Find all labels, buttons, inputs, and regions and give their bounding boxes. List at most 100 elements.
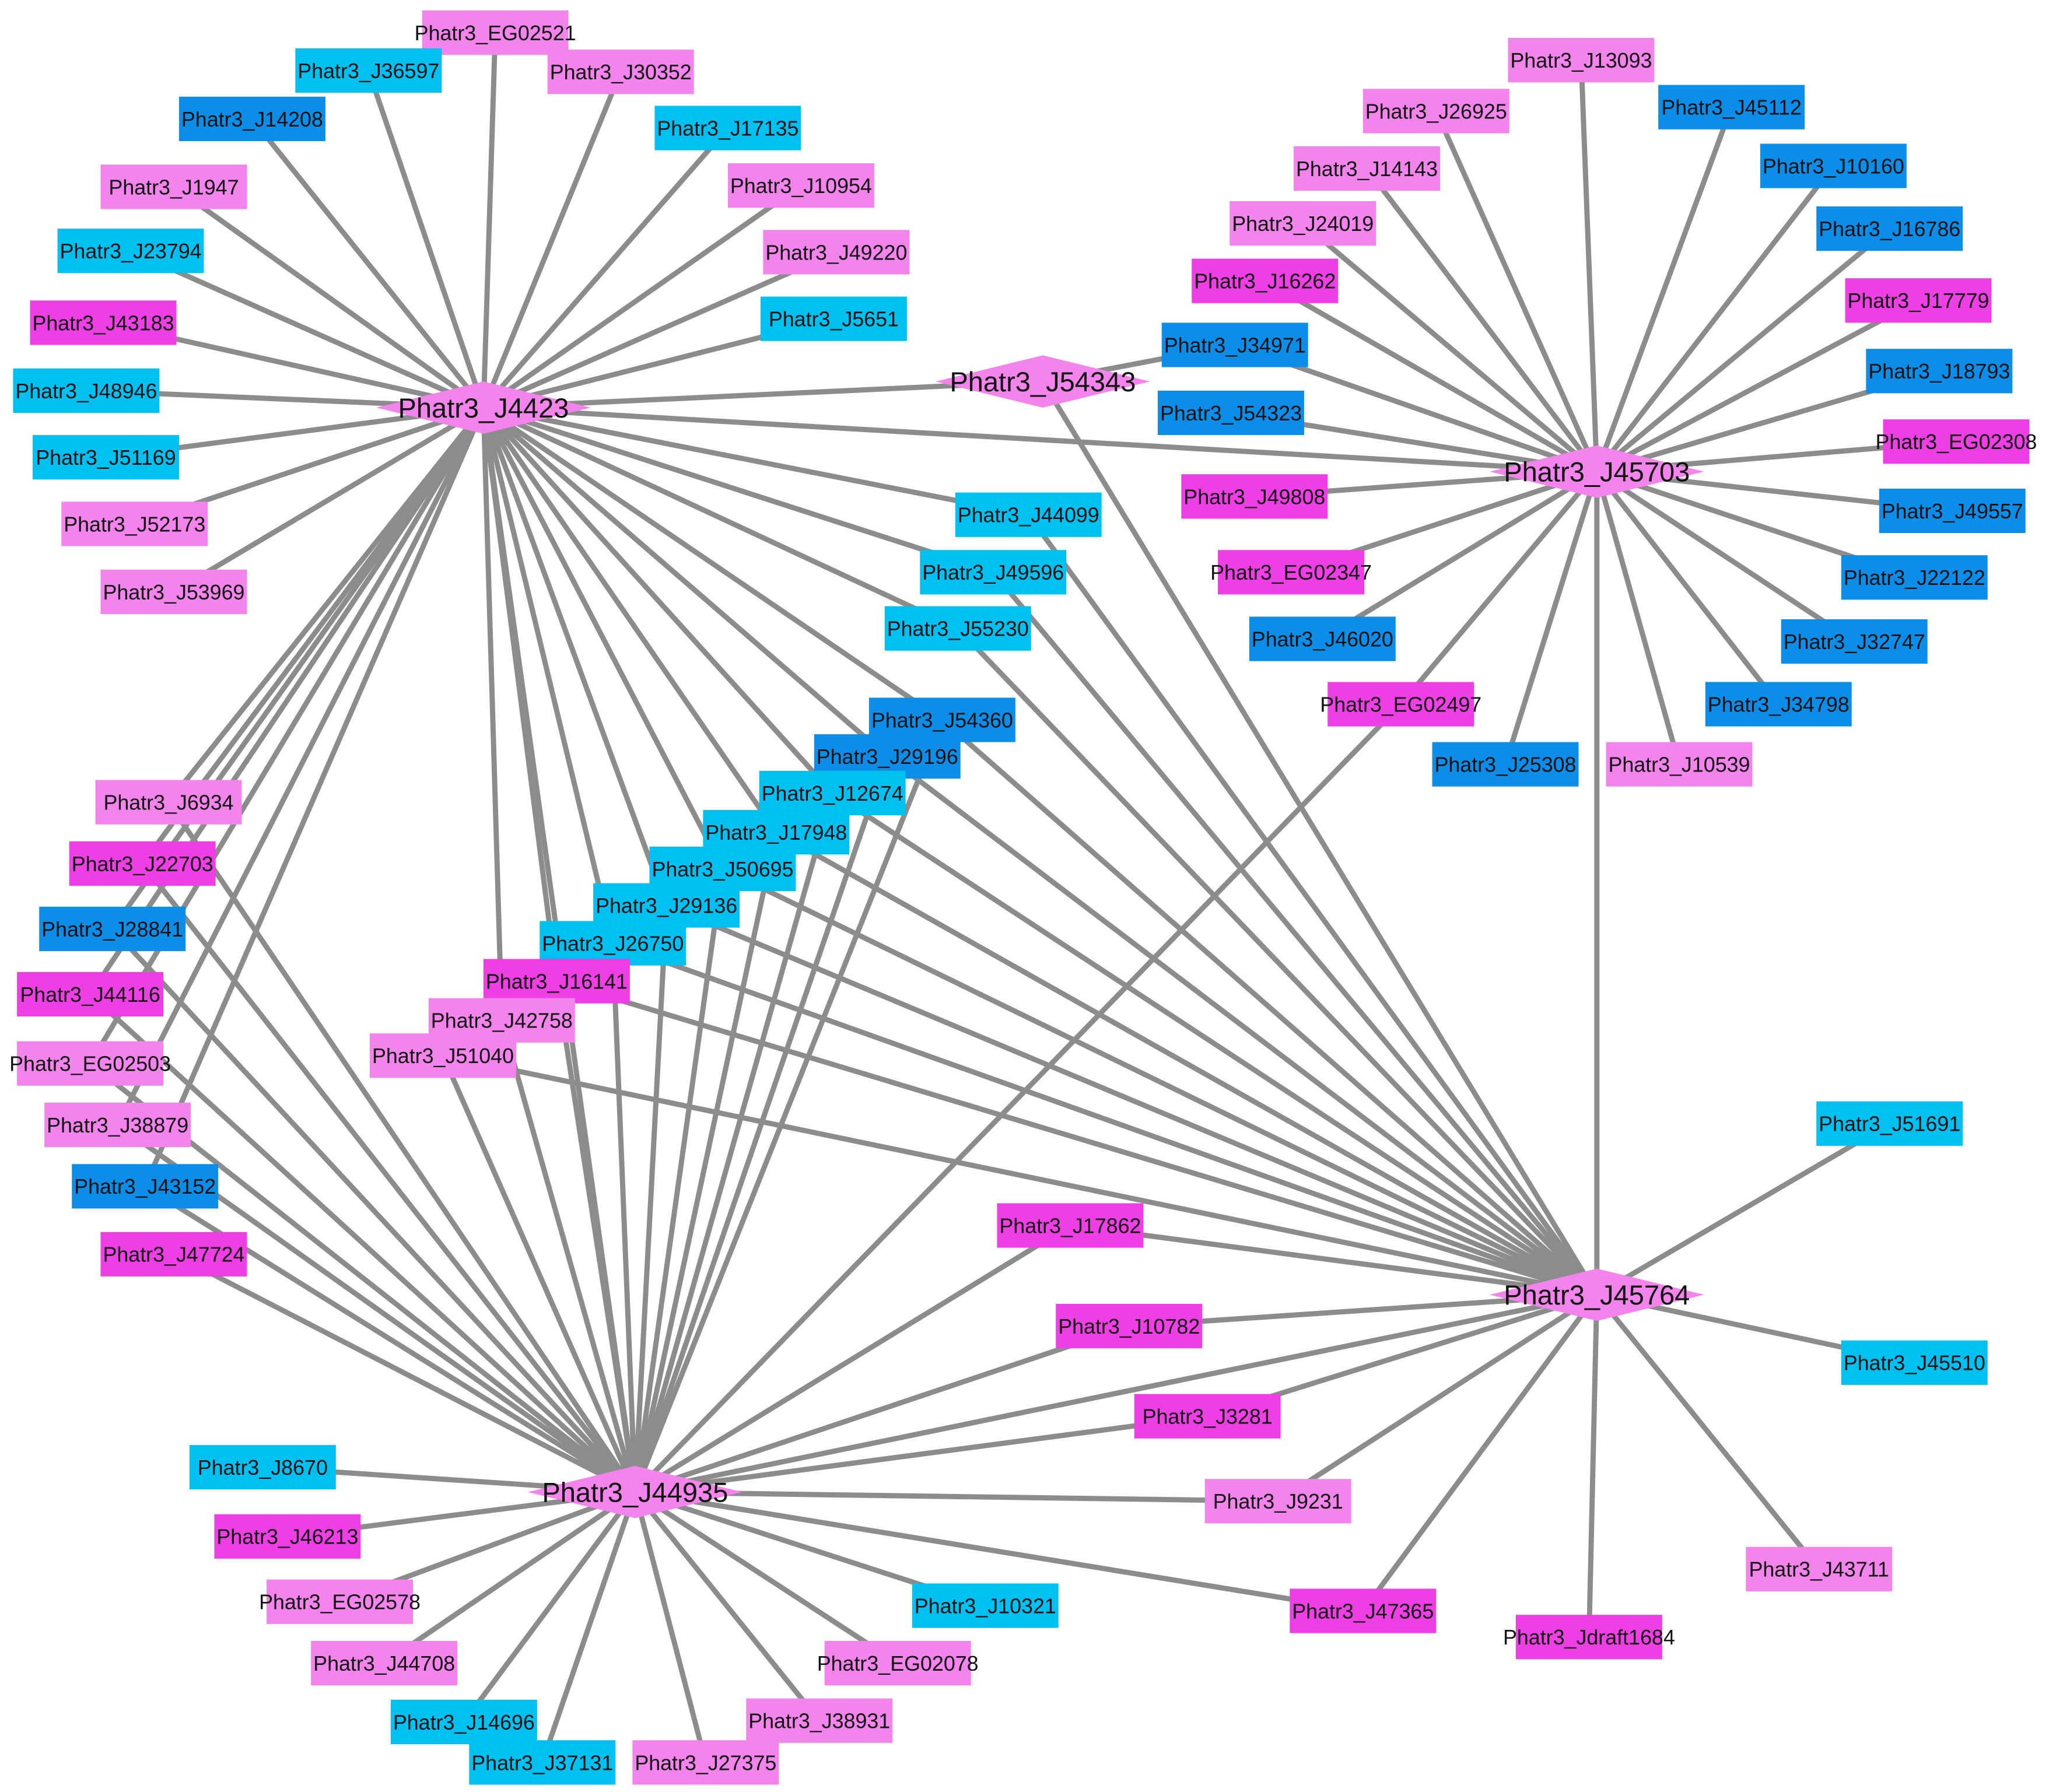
gene-node-Phatr3_J47365[interactable]: Phatr3_J47365 bbox=[1290, 1588, 1437, 1633]
gene-node-Phatr3_J51040[interactable]: Phatr3_J51040 bbox=[370, 1033, 516, 1078]
gene-node-Phatr3_J38931[interactable]: Phatr3_J38931 bbox=[746, 1698, 893, 1743]
gene-node-Phatr3_J46213[interactable]: Phatr3_J46213 bbox=[214, 1514, 361, 1559]
gene-node-Phatr3_J37131[interactable]: Phatr3_J37131 bbox=[469, 1740, 616, 1785]
gene-node-Phatr3_J18793[interactable]: Phatr3_J18793 bbox=[1866, 349, 2013, 394]
hub-node-Phatr3_J54343[interactable]: Phatr3_J54343 bbox=[936, 355, 1150, 408]
gene-node-Phatr3_J49808[interactable]: Phatr3_J49808 bbox=[1181, 474, 1328, 519]
gene-node-Phatr3_J49596[interactable]: Phatr3_J49596 bbox=[920, 550, 1067, 595]
gene-node-Phatr3_J51169[interactable]: Phatr3_J51169 bbox=[33, 435, 179, 480]
gene-node-Phatr3_J28841[interactable]: Phatr3_J28841 bbox=[39, 906, 186, 952]
gene-node-Phatr3_J43711[interactable]: Phatr3_J43711 bbox=[1746, 1546, 1893, 1591]
gene-node-box bbox=[920, 550, 1067, 595]
gene-node-Phatr3_EG02308[interactable]: Phatr3_EG02308 bbox=[1875, 419, 2037, 464]
gene-node-Phatr3_J8670[interactable]: Phatr3_J8670 bbox=[189, 1444, 336, 1490]
gene-node-Phatr3_J25308[interactable]: Phatr3_J25308 bbox=[1432, 742, 1579, 787]
gene-node-Phatr3_EG02503[interactable]: Phatr3_EG02503 bbox=[9, 1041, 171, 1086]
edge-Phatr3_J44935-Phatr3_J12674 bbox=[632, 792, 835, 1493]
gene-node-box bbox=[1515, 1615, 1662, 1660]
gene-node-box bbox=[61, 502, 208, 546]
edge-Phatr3_J44935-Phatr3_J6934 bbox=[166, 801, 638, 1494]
gene-node-Phatr3_EG02497[interactable]: Phatr3_EG02497 bbox=[1320, 682, 1481, 727]
edge-Phatr3_J4423-Phatr3_J42758 bbox=[481, 407, 505, 1021]
gene-node-Phatr3_J51691[interactable]: Phatr3_J51691 bbox=[1816, 1101, 1963, 1146]
gene-node-Phatr3_J1947[interactable]: Phatr3_J1947 bbox=[100, 164, 247, 209]
hub-node-Phatr3_J4423[interactable]: Phatr3_J4423 bbox=[376, 381, 591, 434]
gene-node-box bbox=[1056, 1303, 1203, 1349]
gene-node-Phatr3_EG02347[interactable]: Phatr3_EG02347 bbox=[1210, 550, 1372, 595]
gene-node-Phatr3_J9231[interactable]: Phatr3_J9231 bbox=[1204, 1479, 1351, 1524]
gene-node-label: Phatr3_J42758 bbox=[431, 1009, 573, 1033]
gene-node-Phatr3_J14208[interactable]: Phatr3_J14208 bbox=[178, 96, 325, 141]
gene-node-Phatr3_J34971[interactable]: Phatr3_J34971 bbox=[1161, 322, 1308, 367]
gene-node-Phatr3_J27375[interactable]: Phatr3_J27375 bbox=[632, 1740, 779, 1785]
gene-node-Phatr3_J17862[interactable]: Phatr3_J17862 bbox=[997, 1203, 1144, 1248]
gene-node-Phatr3_J16262[interactable]: Phatr3_J16262 bbox=[1192, 258, 1339, 303]
gene-node-Phatr3_J26750[interactable]: Phatr3_J26750 bbox=[540, 921, 686, 966]
gene-node-Phatr3_J30352[interactable]: Phatr3_J30352 bbox=[547, 50, 694, 94]
edge-Phatr3_J44935-Phatr3_J29136 bbox=[632, 905, 670, 1492]
gene-node-Phatr3_J49220[interactable]: Phatr3_J49220 bbox=[763, 230, 910, 275]
edge-Phatr3_J45764-Phatr3_J17862 bbox=[1070, 1223, 1598, 1297]
gene-node-Phatr3_J46020[interactable]: Phatr3_J46020 bbox=[1249, 616, 1396, 661]
gene-node-Phatr3_J5651[interactable]: Phatr3_J5651 bbox=[760, 296, 907, 341]
gene-node-Phatr3_J6934[interactable]: Phatr3_J6934 bbox=[95, 780, 242, 825]
gene-node-Phatr3_J49557[interactable]: Phatr3_J49557 bbox=[1879, 488, 2026, 534]
gene-node-label: Phatr3_J37131 bbox=[471, 1751, 613, 1775]
gene-node-Phatr3_J48946[interactable]: Phatr3_J48946 bbox=[13, 368, 160, 413]
gene-node-Phatr3_J43183[interactable]: Phatr3_J43183 bbox=[30, 300, 177, 345]
gene-node-Phatr3_Jdraft1684[interactable]: Phatr3_Jdraft1684 bbox=[1503, 1615, 1675, 1660]
hub-node-Phatr3_J44935[interactable]: Phatr3_J44935 bbox=[528, 1465, 742, 1519]
gene-node-Phatr3_J44708[interactable]: Phatr3_J44708 bbox=[311, 1640, 458, 1686]
edge-Phatr3_J44935-Phatr3_J50695 bbox=[632, 868, 726, 1493]
gene-node-Phatr3_J53969[interactable]: Phatr3_J53969 bbox=[100, 569, 247, 615]
gene-node-Phatr3_J10782[interactable]: Phatr3_J10782 bbox=[1056, 1303, 1203, 1349]
gene-node-Phatr3_J14696[interactable]: Phatr3_J14696 bbox=[390, 1699, 537, 1744]
gene-node-Phatr3_J34798[interactable]: Phatr3_J34798 bbox=[1705, 682, 1852, 727]
gene-node-Phatr3_J17779[interactable]: Phatr3_J17779 bbox=[1845, 278, 1992, 323]
edge-Phatr3_J45703-Phatr3_J45112 bbox=[1594, 106, 1734, 473]
gene-node-Phatr3_J29136[interactable]: Phatr3_J29136 bbox=[593, 883, 740, 928]
gene-node-Phatr3_J23794[interactable]: Phatr3_J23794 bbox=[57, 229, 204, 273]
gene-node-label: Phatr3_Jdraft1684 bbox=[1503, 1626, 1675, 1649]
gene-node-Phatr3_J45112[interactable]: Phatr3_J45112 bbox=[1658, 85, 1805, 129]
edge-Phatr3_J4423-Phatr3_J36597 bbox=[366, 69, 486, 409]
edge-Phatr3_J4423-Phatr3_J17948 bbox=[481, 406, 779, 834]
gene-node-Phatr3_J17135[interactable]: Phatr3_J17135 bbox=[654, 106, 801, 150]
gene-node-box bbox=[469, 1740, 616, 1785]
gene-node-Phatr3_J14143[interactable]: Phatr3_J14143 bbox=[1294, 146, 1440, 191]
gene-node-Phatr3_J32747[interactable]: Phatr3_J32747 bbox=[1781, 619, 1928, 664]
gene-node-Phatr3_J44099[interactable]: Phatr3_J44099 bbox=[955, 492, 1102, 537]
gene-node-Phatr3_J22122[interactable]: Phatr3_J22122 bbox=[1841, 555, 1988, 600]
gene-node-Phatr3_J16141[interactable]: Phatr3_J16141 bbox=[483, 959, 630, 1004]
gene-node-Phatr3_J13093[interactable]: Phatr3_J13093 bbox=[1508, 37, 1655, 83]
gene-node-Phatr3_EG02078[interactable]: Phatr3_EG02078 bbox=[817, 1640, 979, 1686]
gene-node-Phatr3_EG02521[interactable]: Phatr3_EG02521 bbox=[415, 10, 576, 55]
gene-node-Phatr3_J55230[interactable]: Phatr3_J55230 bbox=[884, 606, 1031, 651]
gene-node-Phatr3_J16786[interactable]: Phatr3_J16786 bbox=[1816, 206, 1963, 251]
gene-node-Phatr3_J54323[interactable]: Phatr3_J54323 bbox=[1158, 390, 1304, 436]
edge-Phatr3_J44935-Phatr3_J27375 bbox=[632, 1491, 709, 1763]
gene-node-Phatr3_J52173[interactable]: Phatr3_J52173 bbox=[61, 502, 208, 546]
gene-node-Phatr3_J22703[interactable]: Phatr3_J22703 bbox=[69, 841, 216, 886]
gene-node-Phatr3_J38879[interactable]: Phatr3_J38879 bbox=[44, 1102, 191, 1148]
hub-node-Phatr3_J45703[interactable]: Phatr3_J45703 bbox=[1490, 445, 1704, 498]
gene-node-Phatr3_J24019[interactable]: Phatr3_J24019 bbox=[1230, 201, 1376, 246]
gene-node-Phatr3_J44116[interactable]: Phatr3_J44116 bbox=[17, 972, 164, 1017]
gene-node-Phatr3_EG02578[interactable]: Phatr3_EG02578 bbox=[259, 1579, 421, 1624]
gene-node-Phatr3_J10539[interactable]: Phatr3_J10539 bbox=[1606, 742, 1753, 787]
edge-Phatr3_J4423-Phatr3_J53969 bbox=[172, 405, 485, 594]
gene-node-Phatr3_J12674[interactable]: Phatr3_J12674 bbox=[759, 770, 906, 816]
gene-node-Phatr3_J36597[interactable]: Phatr3_J36597 bbox=[295, 48, 442, 93]
gene-node-Phatr3_J45510[interactable]: Phatr3_J45510 bbox=[1841, 1340, 1988, 1385]
gene-node-Phatr3_J10321[interactable]: Phatr3_J10321 bbox=[912, 1583, 1059, 1628]
gene-node-Phatr3_J26925[interactable]: Phatr3_J26925 bbox=[1363, 89, 1509, 134]
gene-node-box bbox=[311, 1640, 458, 1686]
gene-node-Phatr3_J43152[interactable]: Phatr3_J43152 bbox=[72, 1164, 219, 1209]
gene-node-Phatr3_J10160[interactable]: Phatr3_J10160 bbox=[1760, 143, 1907, 188]
hub-node-Phatr3_J45764[interactable]: Phatr3_J45764 bbox=[1490, 1268, 1704, 1321]
gene-node-Phatr3_J3281[interactable]: Phatr3_J3281 bbox=[1134, 1394, 1281, 1439]
edge-Phatr3_J44935-Phatr3_J17948 bbox=[632, 832, 779, 1493]
gene-node-Phatr3_J10954[interactable]: Phatr3_J10954 bbox=[727, 163, 874, 208]
gene-node-Phatr3_J47724[interactable]: Phatr3_J47724 bbox=[100, 1232, 247, 1277]
